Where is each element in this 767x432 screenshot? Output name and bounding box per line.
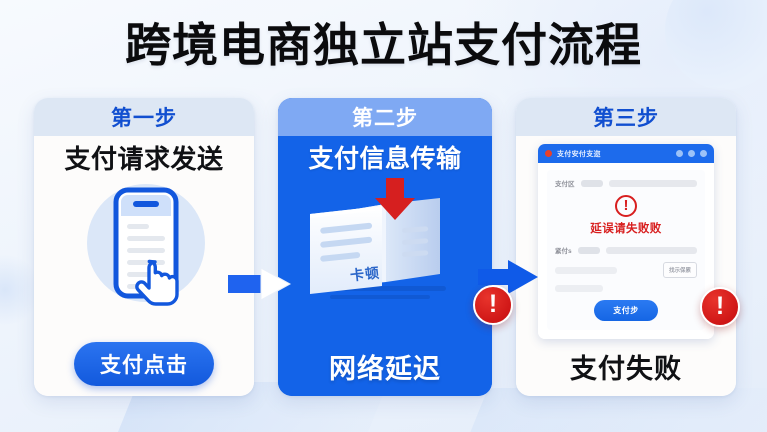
step-3-badge: 第三步 — [516, 98, 736, 136]
form-row-3: 找示保累 — [555, 262, 697, 278]
arrow-step1-to-step2 — [228, 267, 292, 301]
form-value-chip-2 — [577, 246, 600, 254]
browser-window-title: 支付安付支迩 — [557, 150, 601, 158]
step-1-badge: 第一步 — [34, 98, 254, 136]
step-1-footer: 支付点击 — [34, 342, 254, 386]
step-2-badge: 第二步 — [278, 98, 492, 136]
documents-stack-icon — [310, 178, 446, 299]
form-row-4 — [555, 285, 697, 292]
step-3-footer: 支付失败 — [516, 347, 736, 386]
documents-lag-label: 卡顿 — [349, 264, 381, 284]
step-card-2: 第二步 支付信息传输 — [278, 98, 492, 396]
form-row-2: 紧付s — [555, 245, 697, 255]
record-dot-icon — [545, 150, 552, 157]
documents-stack-illustration: 卡顿 — [290, 176, 480, 308]
step-1-body: 支付请求发送 — [34, 136, 254, 396]
alert-badge-failure: ! — [700, 287, 740, 327]
window-controls[interactable] — [676, 150, 707, 157]
alert-exclamation-glyph-2: ! — [715, 291, 725, 320]
window-dot-2[interactable] — [688, 150, 695, 157]
payment-form-panel: 支付区 ! 延误请失败败 紧付s — [547, 170, 705, 330]
error-message: 延误请失败败 — [590, 223, 662, 235]
browser-content: 支付区 ! 延误请失败败 紧付s — [538, 163, 714, 339]
network-delay-label: 网络延迟 — [329, 354, 441, 384]
step-1-title: 支付请求发送 — [64, 144, 224, 174]
alert-exclamation-glyph-1: ! — [488, 289, 498, 318]
payment-failed-label: 支付失败 — [570, 354, 682, 384]
form-placeholder-bar-2 — [555, 285, 603, 292]
form-input-2[interactable] — [605, 246, 697, 254]
step-card-3: 第三步 支付安付支迩 支付区 — [516, 98, 736, 396]
step-2-body: 支付信息传输 — [278, 136, 492, 396]
step-card-1: 第一步 支付请求发送 — [34, 98, 254, 396]
arrow-step2-to-step3 — [478, 260, 538, 294]
steps-rail: 第一步 支付请求发送 — [0, 98, 767, 396]
pay-click-button[interactable]: 支付点击 — [74, 342, 214, 386]
window-dot-3[interactable] — [700, 150, 707, 157]
form-label-2: 紧付s — [555, 248, 572, 255]
error-exclamation-icon: ! — [615, 195, 637, 217]
phone-tap-illustration — [69, 178, 219, 318]
page-title: 跨境电商独立站支付流程 — [125, 19, 642, 71]
alert-badge-delay: ! — [473, 285, 513, 325]
form-label-1: 支付区 — [555, 181, 575, 188]
step-2-title: 支付信息传输 — [308, 145, 462, 173]
phone-tap-icon — [113, 187, 179, 306]
error-block: ! 延误请失败败 — [555, 195, 697, 236]
submit-payment-button[interactable]: 支付步 — [594, 300, 658, 321]
step-3-body: 支付安付支迩 支付区 ! 延误请失败败 — [516, 136, 736, 396]
browser-title-bar: 支付安付支迩 — [538, 144, 714, 163]
browser-window-mock: 支付安付支迩 支付区 ! 延误请失败败 — [538, 144, 714, 339]
form-value-chip-1 — [580, 179, 603, 187]
form-placeholder-bar-1 — [555, 266, 617, 274]
form-row-1: 支付区 — [555, 178, 697, 188]
form-input-1[interactable] — [608, 179, 697, 187]
verify-code-button[interactable]: 找示保累 — [662, 262, 697, 278]
window-dot-1[interactable] — [676, 150, 683, 157]
step-2-footer: 网络延迟 — [278, 347, 492, 386]
